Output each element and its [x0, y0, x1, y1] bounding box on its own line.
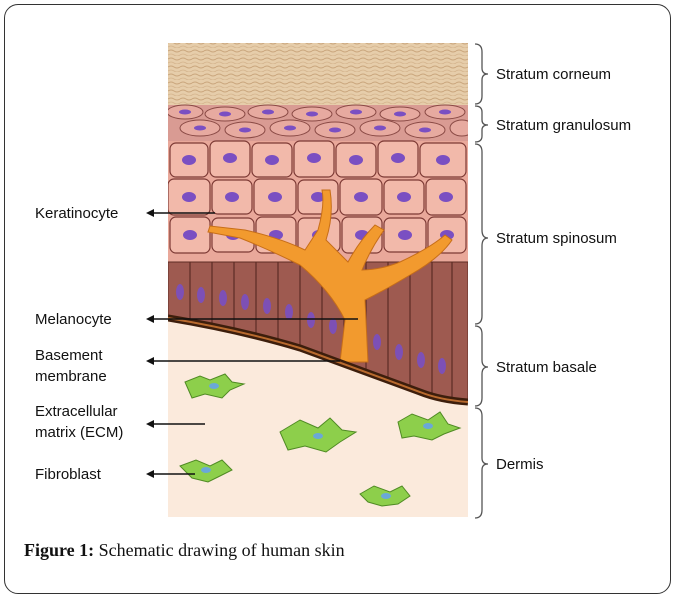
label-stratum-spinosum: Stratum spinosum	[496, 230, 617, 247]
label-melanocyte: Melanocyte	[35, 311, 112, 328]
label-ecm-line2: matrix (ECM)	[35, 424, 123, 441]
stratum-corneum-layer	[168, 43, 468, 105]
label-stratum-basale: Stratum basale	[496, 359, 597, 376]
figure-caption: Figure 1: Schematic drawing of human ski…	[24, 540, 345, 561]
label-ecm-line1: Extracellular	[35, 403, 118, 420]
label-dermis: Dermis	[496, 456, 544, 473]
label-fibroblast: Fibroblast	[35, 466, 102, 483]
label-basement-line2: membrane	[35, 368, 107, 385]
label-stratum-corneum: Stratum corneum	[496, 66, 611, 83]
label-stratum-granulosum: Stratum granulosum	[496, 117, 631, 134]
caption-text: Schematic drawing of human skin	[94, 540, 344, 560]
layer-braces	[475, 44, 488, 518]
label-keratinocyte: Keratinocyte	[35, 205, 118, 222]
caption-label: Figure 1:	[24, 540, 94, 560]
label-basement-line1: Basement	[35, 347, 103, 364]
